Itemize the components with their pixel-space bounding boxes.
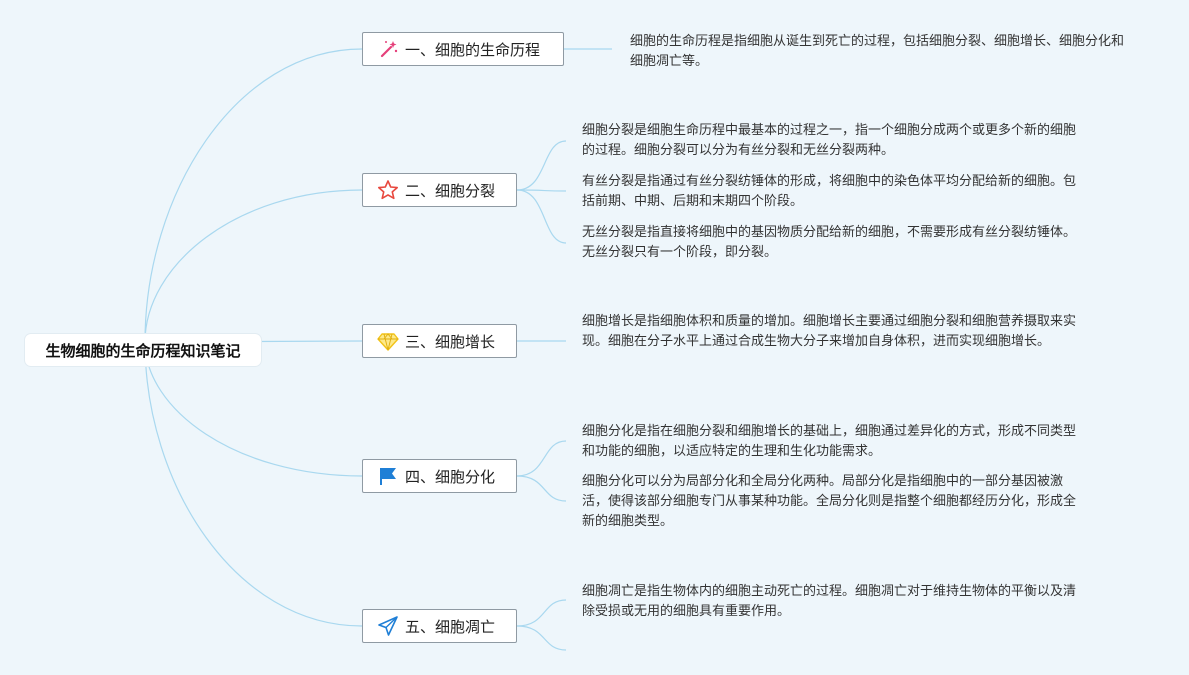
- branch-label: 三、细胞增长: [405, 332, 496, 351]
- flag-icon: [377, 465, 399, 487]
- note-apoptosis: 细胞凋亡是指生物体内的细胞主动死亡的过程。细胞凋亡对于维持生物体的平衡以及清除受…: [582, 584, 1077, 619]
- branch-label: 二、细胞分裂: [405, 181, 496, 200]
- branch-label: 四、细胞分化: [405, 467, 496, 486]
- branch-note-connector: [516, 475, 567, 502]
- magic-wand-icon: [377, 38, 399, 60]
- note-mitosis: 有丝分裂是指通过有丝分裂纺锤体的形成，将细胞中的染色体平均分配给新的细胞。包括前…: [582, 174, 1077, 209]
- branch-cell-division[interactable]: 二、细胞分裂: [362, 173, 517, 207]
- note-differentiation-overview: 细胞分化是指在细胞分裂和细胞增长的基础上，细胞通过差异化的方式，形成不同类型和功…: [582, 424, 1077, 459]
- note-life-history: 细胞的生命历程是指细胞从诞生到死亡的过程，包括细胞分裂、细胞增长、细胞分化和细胞…: [630, 34, 1125, 69]
- branch-note-connector: [516, 599, 567, 627]
- root-to-branch-connector: [144, 48, 363, 343]
- branch-cell-growth[interactable]: 三、细胞增长: [362, 324, 517, 358]
- paper-plane-icon: [377, 615, 399, 637]
- branch-note-connector: [516, 140, 567, 191]
- note-division-overview: 细胞分裂是细胞生命历程中最基本的过程之一，指一个细胞分成两个或更多个新的细胞的过…: [582, 123, 1077, 158]
- branch-cell-differentiation[interactable]: 四、细胞分化: [362, 459, 517, 493]
- root-to-branch-connector: [144, 341, 363, 627]
- branch-note-connector: [516, 189, 567, 192]
- branch-note-connector: [516, 189, 567, 244]
- root-to-branch-connector: [144, 341, 363, 477]
- branch-note-connector: [516, 625, 567, 651]
- branch-label: 五、细胞凋亡: [405, 617, 496, 636]
- note-amitosis: 无丝分裂是指直接将细胞中的基因物质分配给新的细胞，不需要形成有丝分裂纺锤体。无丝…: [582, 225, 1077, 260]
- star-icon: [377, 179, 399, 201]
- branch-life-history[interactable]: 一、细胞的生命历程: [362, 32, 564, 66]
- root-topic-label: 生物细胞的生命历程知识笔记: [45, 341, 241, 360]
- branch-label: 一、细胞的生命历程: [405, 40, 541, 59]
- branch-apoptosis[interactable]: 五、细胞凋亡: [362, 609, 517, 643]
- diamond-icon: [377, 330, 399, 352]
- note-differentiation-types: 细胞分化可以分为局部分化和全局分化两种。局部分化是指细胞中的一部分基因被激活，使…: [582, 474, 1077, 529]
- root-to-branch-connector: [144, 189, 363, 343]
- branch-note-connector: [516, 440, 567, 477]
- note-growth: 细胞增长是指细胞体积和质量的增加。细胞增长主要通过细胞分裂和细胞营养摄取来实现。…: [582, 314, 1077, 349]
- root-topic[interactable]: 生物细胞的生命历程知识笔记: [25, 334, 261, 366]
